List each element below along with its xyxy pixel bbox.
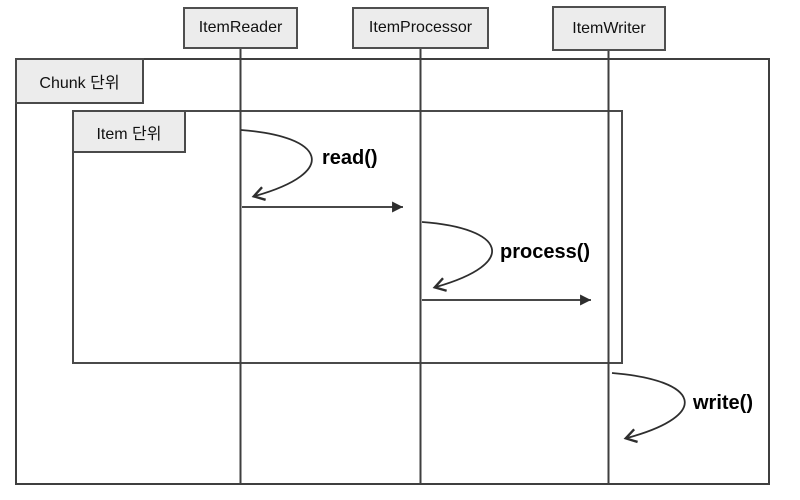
participant-itemreader-label: ItemReader <box>198 19 283 36</box>
participant-itemwriter: ItemWriter <box>552 6 666 51</box>
item-frame <box>72 110 623 364</box>
item-frame-label: Item 단위 <box>72 110 186 153</box>
participant-itemprocessor-label: ItemProcessor <box>368 19 473 36</box>
chunk-frame <box>15 58 770 485</box>
chunk-frame-label: Chunk 단위 <box>15 58 144 104</box>
message-label-read: read() <box>322 147 378 169</box>
participant-itemreader: ItemReader <box>183 7 298 49</box>
message-label-write: write() <box>693 392 753 414</box>
item-frame-label-text: Item 단위 <box>96 125 162 143</box>
chunk-frame-label-text: Chunk 단위 <box>39 75 120 92</box>
message-label-process: process() <box>500 241 591 263</box>
participant-itemprocessor: ItemProcessor <box>352 7 489 49</box>
self-call-process-curve <box>421 221 493 292</box>
participant-itemwriter-label: ItemWriter <box>572 19 646 37</box>
self-call-write-curve <box>611 372 686 444</box>
self-call-read-curve <box>240 129 313 201</box>
